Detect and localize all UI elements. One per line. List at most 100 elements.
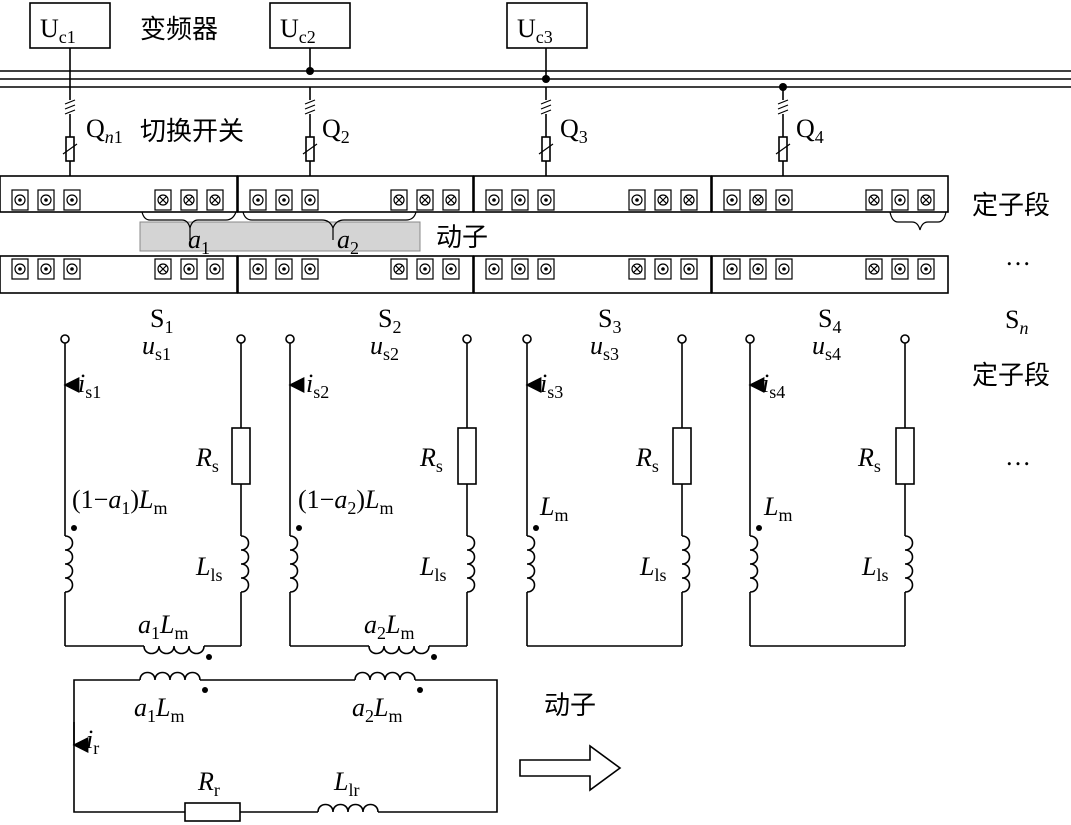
switch-3 [538, 87, 554, 176]
cross-conductor-icon [868, 263, 880, 275]
rotor-current-label: ir [86, 725, 99, 758]
polarity-dot [206, 654, 212, 660]
switch-label-qn1: Qn1 [86, 114, 123, 147]
segment-name-sn: Sn [1005, 305, 1028, 338]
stator-block-4-top [711, 175, 949, 213]
dot-conductor-icon [514, 194, 526, 206]
resistor-label-rs4: Rs [857, 443, 881, 476]
dot-conductor-icon [726, 263, 738, 275]
motion-arrow-icon [519, 744, 622, 792]
cross-conductor-icon [683, 194, 695, 206]
resistor-label-rs2: Rs [419, 443, 443, 476]
stator-circuit-4 [745, 334, 915, 647]
cross-conductor-icon [393, 194, 405, 206]
ellipsis-top: … [1005, 242, 1031, 271]
current-label-is2: is2 [306, 369, 329, 402]
cross-conductor-icon [631, 263, 643, 275]
cross-conductor-icon [445, 194, 457, 206]
dot-conductor-icon [726, 194, 738, 206]
rotor-resistor-label: Rr [197, 767, 220, 800]
overlap-bracket-a1 [141, 211, 237, 240]
ellipsis-bottom: … [1005, 442, 1031, 471]
segment-name-s4: S4 [818, 304, 841, 337]
dot-conductor-icon [631, 194, 643, 206]
dot-conductor-icon [209, 263, 221, 275]
stator-block-3-bottom [473, 255, 712, 294]
segment-name-s2: S2 [378, 304, 401, 337]
switch-4 [775, 87, 791, 176]
dot-conductor-icon [514, 263, 526, 275]
coupled-label-a2lm-stator: a2Lm [364, 610, 414, 643]
dot-conductor-icon [488, 194, 500, 206]
resistor-icon [895, 427, 915, 485]
stator-circuit-2 [285, 334, 477, 660]
cross-conductor-icon [157, 194, 169, 206]
leakage-label-lls1: Lls [195, 552, 222, 585]
overlap-bracket-a2 [242, 211, 417, 240]
terminal-icon [236, 334, 246, 344]
terminal-icon [745, 334, 755, 344]
dot-conductor-icon [752, 263, 764, 275]
dot-conductor-icon [419, 263, 431, 275]
switch-label-q2: Q2 [322, 114, 350, 147]
segment-voltage-us2: us2 [370, 331, 399, 364]
resistor-label-rs3: Rs [635, 443, 659, 476]
svg-text:Uc3: Uc3 [517, 14, 553, 47]
dot-conductor-icon [304, 194, 316, 206]
cross-conductor-icon [752, 194, 764, 206]
cross-conductor-icon [868, 194, 880, 206]
terminal-icon [522, 334, 532, 344]
dot-conductor-icon [40, 194, 52, 206]
inductor-icon [143, 645, 205, 655]
svg-text:Uc1: Uc1 [40, 14, 76, 47]
dot-conductor-icon [252, 194, 264, 206]
cross-conductor-icon [920, 194, 932, 206]
stator-block-1-top [0, 175, 238, 213]
magnetizing-label-4: Lm [763, 492, 792, 525]
stator-segment-label-top: 定子段 [972, 191, 1050, 221]
overlap-label-a1: a1 [188, 225, 210, 258]
inductor-icon [240, 535, 250, 593]
overlap-label-a2: a2 [337, 225, 359, 258]
dot-conductor-icon [778, 263, 790, 275]
junction-dot [306, 67, 314, 75]
inductor-icon [289, 535, 299, 593]
dot-conductor-icon [540, 263, 552, 275]
rotor-circuit [72, 679, 498, 822]
segment-voltage-us1: us1 [142, 331, 171, 364]
magnetizing-label-1: (1−a1)Lm [72, 485, 167, 518]
resistor-icon [231, 427, 251, 485]
converter-uc1: Uc1 [29, 2, 111, 49]
stator-block-3-top [473, 175, 712, 213]
inductor-icon [64, 535, 74, 593]
dot-conductor-icon [304, 263, 316, 275]
inductor-icon [317, 803, 379, 813]
coupled-label-a1lm-stator: a1Lm [138, 610, 188, 643]
segment-name-s1: S1 [150, 304, 173, 337]
polarity-dot [756, 525, 762, 531]
resistor-icon [457, 427, 477, 485]
stator-segment-label-bottom: 定子段 [972, 361, 1050, 391]
stator-block-4-bottom [711, 255, 949, 294]
cross-conductor-icon [393, 263, 405, 275]
dot-conductor-icon [66, 194, 78, 206]
stator-block-1-bottom [0, 255, 238, 294]
dot-conductor-icon [657, 263, 669, 275]
cross-conductor-icon [183, 194, 195, 206]
switch-label-q4: Q4 [796, 114, 824, 147]
resistor-label-rs1: Rs [195, 443, 219, 476]
polarity-dot [71, 525, 77, 531]
polarity-dot [296, 525, 302, 531]
dot-conductor-icon [278, 263, 290, 275]
overlap-bracket-s4 [889, 211, 947, 231]
leakage-label-lls2: Lls [419, 552, 446, 585]
stator-block-2-bottom [237, 255, 474, 294]
leakage-label-lls4: Lls [861, 552, 888, 585]
polarity-dot [202, 687, 208, 693]
inductor-icon [139, 671, 201, 681]
coupled-label-a2lm-rotor: a2Lm [352, 693, 402, 726]
dot-conductor-icon [778, 194, 790, 206]
inductor-icon [749, 535, 759, 593]
switch-caption: 切换开关 [140, 117, 244, 147]
